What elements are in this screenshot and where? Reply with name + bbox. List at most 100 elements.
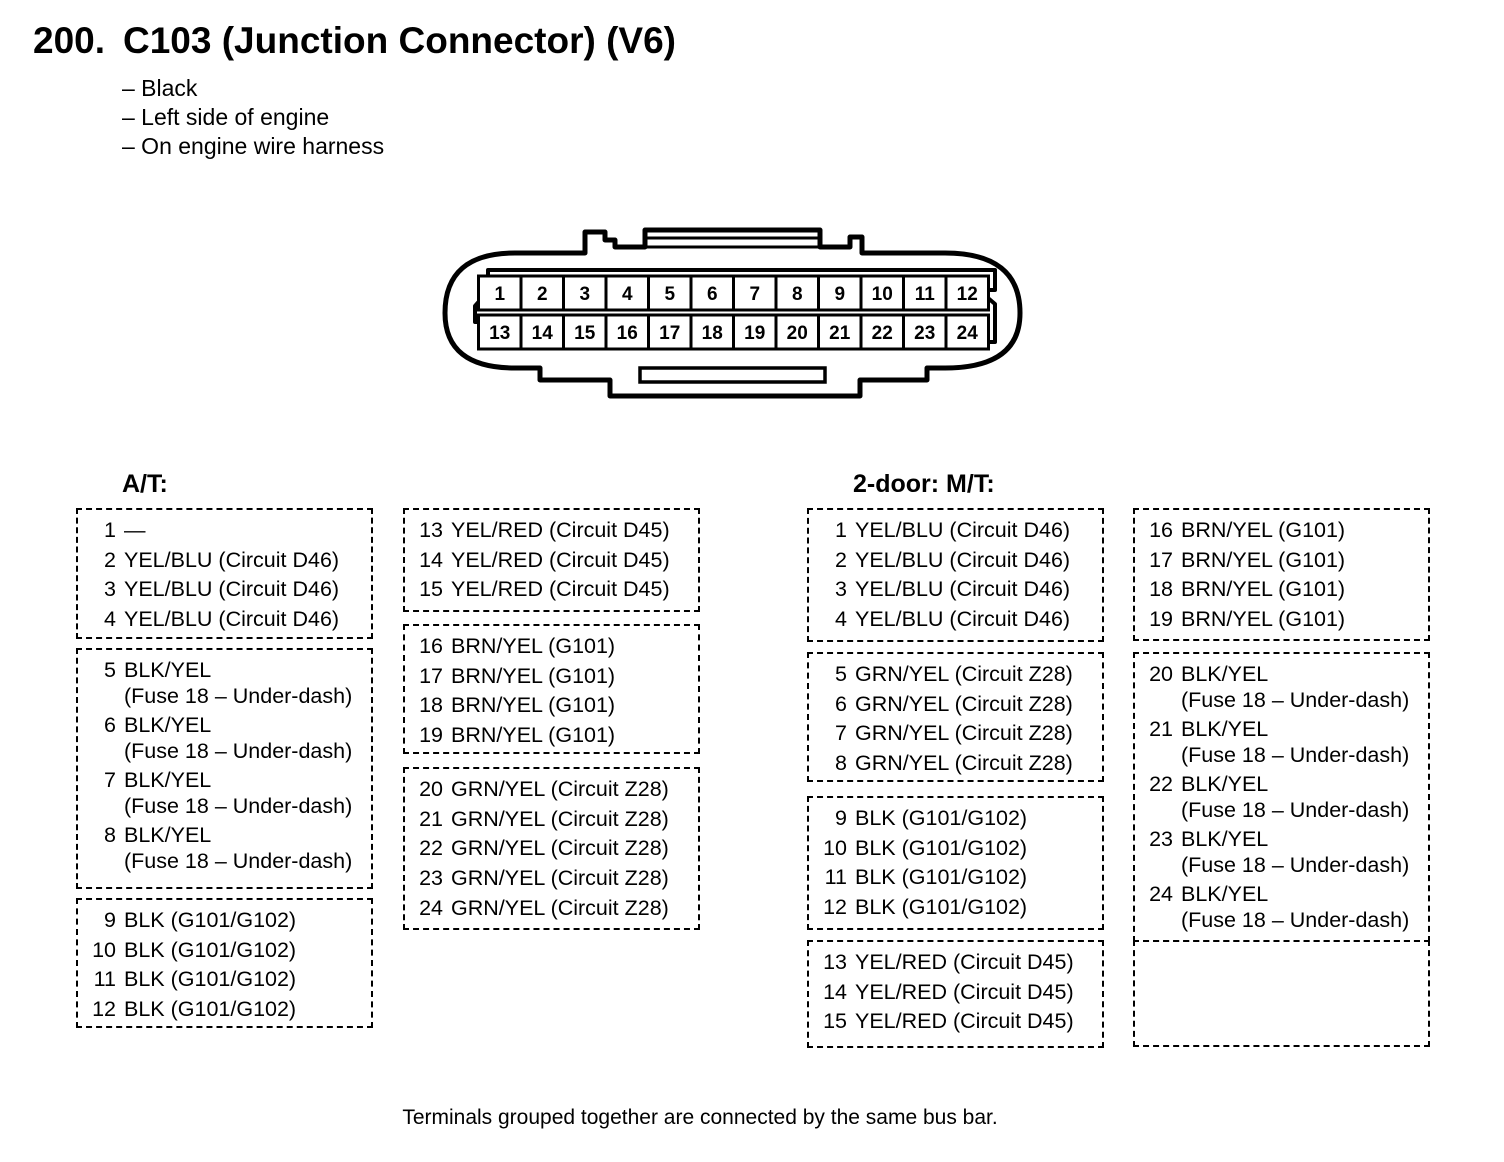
wire-description: GRN/YEL (Circuit Z28) xyxy=(451,777,669,801)
wire-description: YEL/RED (Circuit D45) xyxy=(451,547,670,572)
pin-number: 7 xyxy=(835,721,847,746)
pin-number: 19 xyxy=(1149,607,1173,632)
housing-bottom-slot xyxy=(638,366,827,384)
pin-number: 17 xyxy=(1149,547,1173,572)
pin-number: 3 xyxy=(835,577,847,602)
housing-top-rib xyxy=(643,236,822,249)
pin-number: 5 xyxy=(835,662,847,686)
connector-notes: – Black – Left side of engine – On engin… xyxy=(122,74,384,161)
pin-number: 15 xyxy=(419,577,443,602)
pin-number: 9 xyxy=(835,806,847,830)
pin-number: 23 xyxy=(419,866,443,891)
wire-description: BLK/YEL xyxy=(1181,717,1269,741)
terminal-number: 18 xyxy=(702,323,723,344)
pin-number: 20 xyxy=(419,777,443,801)
wire-source: (Fuse 18 – Under-dash) xyxy=(124,684,353,708)
terminal-number: 17 xyxy=(659,323,680,344)
wire-description: BLK/YEL xyxy=(1181,662,1269,686)
terminal-cell-12 xyxy=(944,274,990,312)
pin-number: 12 xyxy=(823,895,847,920)
pin-number: 22 xyxy=(1149,772,1173,796)
wire-source: (Fuse 18 – Under-dash) xyxy=(1181,908,1410,932)
pin-number: 7 xyxy=(104,768,116,792)
wire-description: BLK (G101/G102) xyxy=(124,937,297,962)
pin-number: 11 xyxy=(93,967,116,992)
wire-description: BRN/YEL (G101) xyxy=(451,693,616,718)
pin-number: 21 xyxy=(1149,717,1173,741)
terminal-number: 13 xyxy=(489,323,510,344)
wire-description: YEL/BLU (Circuit D46) xyxy=(124,607,340,632)
wire-description: BLK/YEL xyxy=(124,823,212,847)
terminal-cell-3 xyxy=(562,274,608,312)
terminal-number: 11 xyxy=(915,284,936,305)
wire-description: YEL/RED (Circuit D45) xyxy=(855,979,1074,1004)
wire-description: BLK/YEL xyxy=(1181,772,1269,796)
wire-source: (Fuse 18 – Under-dash) xyxy=(1181,743,1410,767)
terminal-number: 8 xyxy=(792,284,803,305)
pin-number: 8 xyxy=(104,823,116,847)
wire-description: BLK/YEL xyxy=(124,768,212,792)
wire-description: BRN/YEL (G101) xyxy=(1181,518,1346,542)
wire-source: (Fuse 18 – Under-dash) xyxy=(1181,798,1410,822)
terminal-number: 21 xyxy=(829,323,851,344)
pin-number: 21 xyxy=(419,806,443,831)
connector-title: C103 (Junction Connector) (V6) xyxy=(123,20,676,61)
pin-entry: 15 YEL/RED (Circuit D45) xyxy=(405,575,698,605)
pin-number: 16 xyxy=(1149,518,1173,542)
pin-entry: 21 BLK/YEL(Fuse 18 – Under-dash) xyxy=(1135,715,1428,770)
pin-number: 10 xyxy=(92,937,116,962)
wire-description: YEL/RED (Circuit D45) xyxy=(855,1009,1074,1034)
terminal-cell-24 xyxy=(944,313,990,351)
wire-description: GRN/YEL (Circuit Z28) xyxy=(855,691,1073,716)
terminal-number: 10 xyxy=(872,284,893,305)
wire-description: YEL/RED (Circuit D45) xyxy=(451,577,670,602)
pin-number: 19 xyxy=(419,723,443,748)
pin-number: 9 xyxy=(104,908,116,932)
pin-number: 8 xyxy=(835,751,847,776)
pin-number: 14 xyxy=(419,547,443,572)
note-harness: – On engine wire harness xyxy=(122,133,385,159)
pin-number: 1 xyxy=(104,518,116,542)
wire-source: (Fuse 18 – Under-dash) xyxy=(1181,853,1410,877)
wire-description: — xyxy=(124,518,146,542)
pin-number: 3 xyxy=(104,577,116,602)
wire-description: YEL/BLU (Circuit D46) xyxy=(124,577,340,602)
terminal-number: 20 xyxy=(787,323,808,344)
pin-number: 20 xyxy=(1149,662,1173,686)
wire-description: YEL/BLU (Circuit D46) xyxy=(855,577,1071,602)
pin-number: 6 xyxy=(104,713,116,737)
terminal-number: 19 xyxy=(744,323,765,344)
terminal-number: 14 xyxy=(532,323,554,344)
terminal-number: 23 xyxy=(914,323,935,344)
pin-number: 1 xyxy=(835,518,847,542)
terminal-cell-1 xyxy=(477,274,523,312)
terminal-number: 22 xyxy=(872,323,893,344)
wire-description: YEL/RED (Circuit D45) xyxy=(855,950,1074,974)
pin-number: 6 xyxy=(835,691,847,716)
